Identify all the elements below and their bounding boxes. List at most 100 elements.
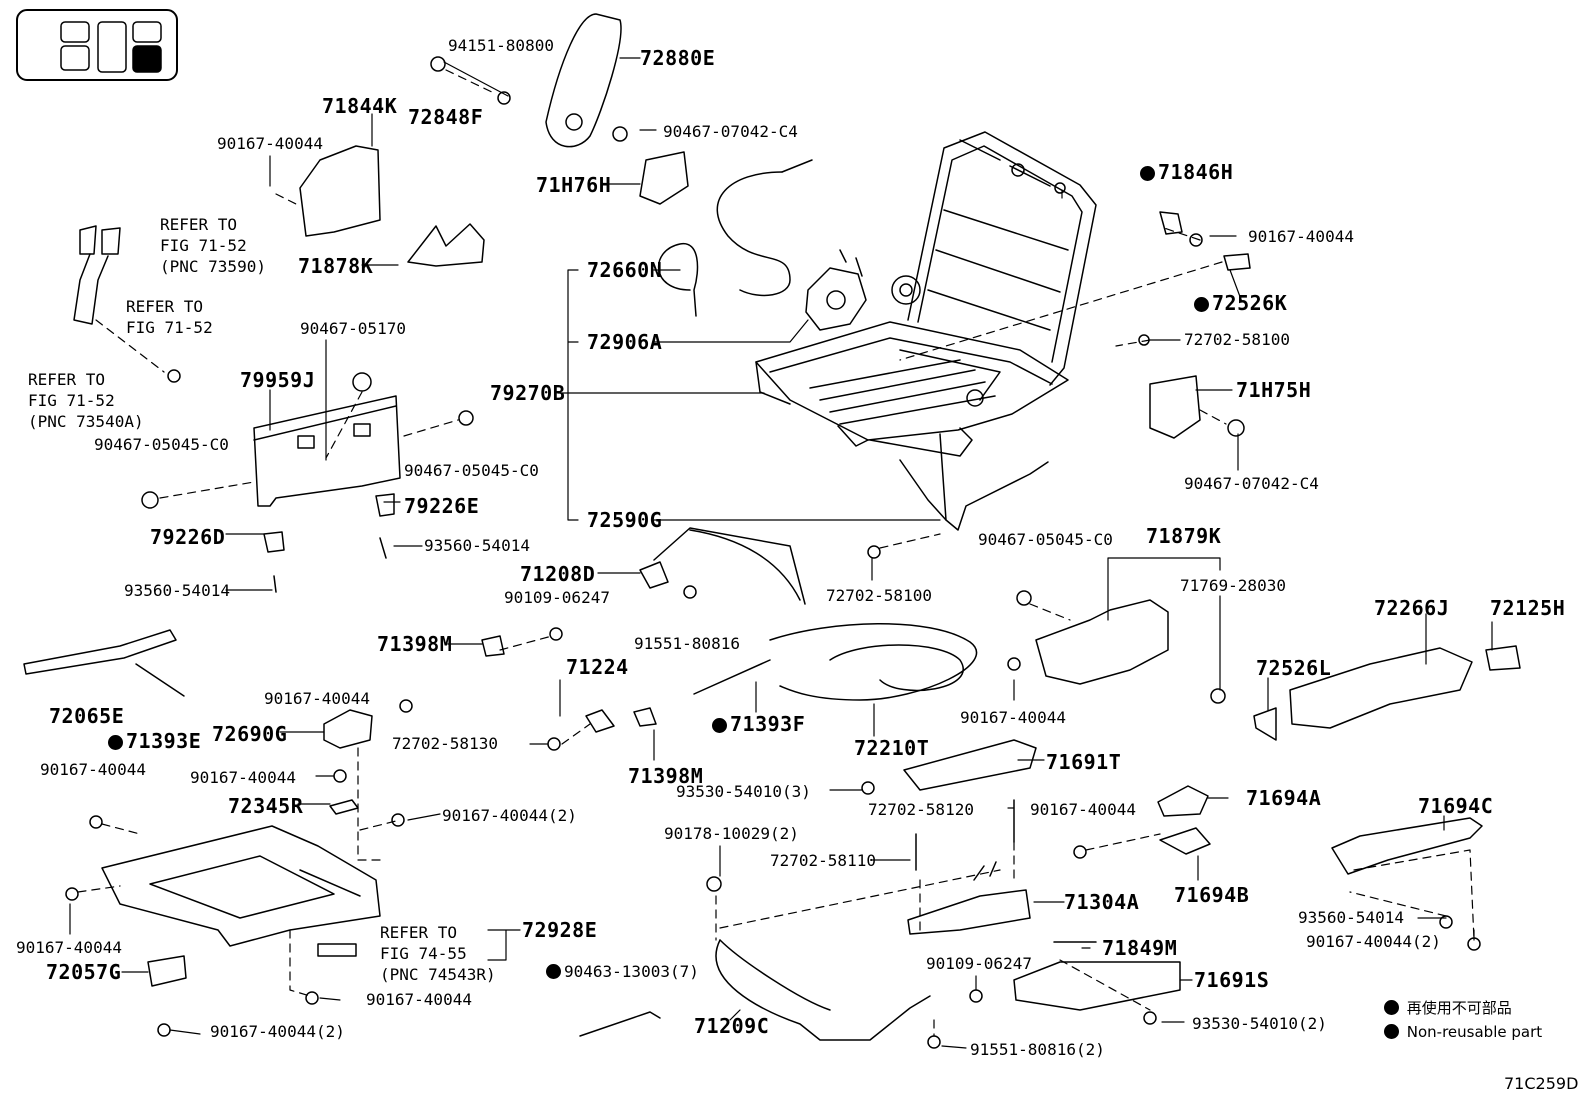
part-label-72526K: 72526K xyxy=(1194,293,1287,313)
part-label-72660N: 72660N xyxy=(587,258,663,282)
part-label-71393F-text: 71393F xyxy=(730,712,806,736)
part-label-71846H: 71846H xyxy=(1140,162,1233,182)
part-label-79959J: 79959J xyxy=(240,368,316,392)
part-label-79270B: 79270B xyxy=(490,381,566,405)
part-label-90467-05170: 90467-05170 xyxy=(300,319,406,338)
part-label-71694C: 71694C xyxy=(1418,794,1494,818)
part-label-72210T: 72210T xyxy=(854,736,930,760)
part-label-90463-13003-7: 90463-13003(7) xyxy=(546,964,699,980)
part-label-72125H: 72125H xyxy=(1490,596,1566,620)
part-label-93560-54014-a: 93560-54014 xyxy=(424,536,530,555)
part-label-71304A: 71304A xyxy=(1064,890,1140,914)
part-label-93530-54010-3: 93530-54010(3) xyxy=(676,782,811,801)
part-label-71398M-b: 71398M xyxy=(628,764,704,788)
seat-back-frame-drawing xyxy=(891,131,1097,386)
non-reusable-marker-icon xyxy=(1140,166,1155,181)
part-label-90167-40044-f: 90167-40044 xyxy=(190,768,296,787)
part-label-72702-58110: 72702-58110 xyxy=(770,851,876,870)
part-label-71846H-text: 71846H xyxy=(1158,160,1234,184)
part-label-79226E: 79226E xyxy=(404,494,480,518)
non-reusable-marker-icon xyxy=(1384,1000,1399,1015)
part-label-90467-05045-C0-c: 90467-05045-C0 xyxy=(978,530,1113,549)
part-label-72526K-text: 72526K xyxy=(1212,291,1288,315)
non-reusable-marker-icon xyxy=(712,718,727,733)
legend-item-jp: 再使用不可部品 xyxy=(1384,1000,1512,1016)
part-label-71209C: 71209C xyxy=(694,1014,770,1038)
part-label-71393F: 71393F xyxy=(712,714,805,734)
part-label-94151-80800: 94151-80800 xyxy=(448,36,554,55)
part-label-90167-40044-i: 90167-40044 xyxy=(366,990,472,1009)
legend-text-jp: 再使用不可部品 xyxy=(1406,999,1512,1017)
part-label-90167-40044-b: 90167-40044 xyxy=(1248,227,1354,246)
part-label-72702-58130: 72702-58130 xyxy=(392,734,498,753)
reference-note-73590: REFER TO FIG 71-52 (PNC 73590) xyxy=(160,215,266,276)
part-label-90467-05045-C0-b: 90467-05045-C0 xyxy=(404,461,539,480)
part-label-71879K: 71879K xyxy=(1146,524,1222,548)
part-label-72702-58100-a: 72702-58100 xyxy=(1184,330,1290,349)
part-label-71878K: 71878K xyxy=(298,254,374,278)
part-label-71844K: 71844K xyxy=(322,94,398,118)
part-label-90167-40044-2b: 90167-40044(2) xyxy=(1306,932,1441,951)
part-label-90467-07042-C4-a: 90467-07042-C4 xyxy=(663,122,798,141)
part-label-93560-54014-b: 93560-54014 xyxy=(124,581,230,600)
part-label-90167-40044-2c: 90167-40044(2) xyxy=(210,1022,345,1041)
part-label-71694A: 71694A xyxy=(1246,786,1322,810)
legend-text-en: Non-reusable part xyxy=(1406,1023,1543,1041)
part-label-71393E: 71393E xyxy=(108,731,201,751)
assembly-dashed-lines xyxy=(77,69,1475,1037)
part-label-90178-10029-2: 90178-10029(2) xyxy=(664,824,799,843)
legend-item-en: Non-reusable part xyxy=(1384,1024,1542,1040)
part-label-71H76H: 71H76H xyxy=(536,173,612,197)
part-label-71691T: 71691T xyxy=(1046,750,1122,774)
part-label-72702-58100-b: 72702-58100 xyxy=(826,586,932,605)
part-label-90109-06247-a: 90109-06247 xyxy=(504,588,610,607)
part-label-90167-40044-g: 90167-40044 xyxy=(1030,800,1136,819)
part-label-71208D: 71208D xyxy=(520,562,596,586)
part-label-72928E: 72928E xyxy=(522,918,598,942)
part-label-71769-28030: 71769-28030 xyxy=(1180,576,1286,595)
part-label-72906A: 72906A xyxy=(587,330,663,354)
part-label-90463-13003-7-text: 90463-13003(7) xyxy=(564,962,699,981)
part-label-90167-40044-a: 90167-40044 xyxy=(217,134,323,153)
reference-note-74543R: REFER TO FIG 74-55 (PNC 74543R) xyxy=(380,923,496,984)
part-label-90167-40044-d: 90167-40044 xyxy=(960,708,1066,727)
part-label-72590G: 72590G xyxy=(587,508,663,532)
non-reusable-marker-icon xyxy=(108,735,123,750)
part-label-72266J: 72266J xyxy=(1374,596,1450,620)
part-label-79226D: 79226D xyxy=(150,525,226,549)
reference-note-fig-71-52: REFER TO FIG 71-52 xyxy=(126,297,213,337)
part-label-71398M-a: 71398M xyxy=(377,632,453,656)
seat-cushion-frame-drawing xyxy=(755,321,1069,457)
part-label-90167-40044-h: 90167-40044 xyxy=(16,938,122,957)
part-label-72057G: 72057G xyxy=(46,960,122,984)
leader-lines xyxy=(69,57,1493,1049)
part-label-72345R: 72345R xyxy=(228,794,304,818)
figure-id: 71C259D xyxy=(1504,1074,1579,1093)
part-label-71393E-text: 71393E xyxy=(126,729,202,753)
part-label-90167-40044-2a: 90167-40044(2) xyxy=(442,806,577,825)
non-reusable-marker-icon xyxy=(1194,297,1209,312)
small-parts-drawing xyxy=(23,13,1521,1049)
part-label-90467-05045-C0-a: 90467-05045-C0 xyxy=(94,435,229,454)
part-label-93530-54010-2: 93530-54010(2) xyxy=(1192,1014,1327,1033)
part-label-90167-40044-c: 90167-40044 xyxy=(264,689,370,708)
part-label-90109-06247-b: 90109-06247 xyxy=(926,954,1032,973)
non-reusable-marker-icon xyxy=(546,964,561,979)
part-label-72065E: 72065E xyxy=(49,704,125,728)
part-label-90167-40044-e: 90167-40044 xyxy=(40,760,146,779)
part-label-72848F: 72848F xyxy=(408,105,484,129)
part-label-71691S: 71691S xyxy=(1194,968,1270,992)
non-reusable-marker-icon xyxy=(1384,1024,1399,1039)
part-label-71849M: 71849M xyxy=(1102,936,1178,960)
part-label-72880E: 72880E xyxy=(640,46,716,70)
part-label-72526L: 72526L xyxy=(1256,656,1332,680)
part-label-71H75H: 71H75H xyxy=(1236,378,1312,402)
part-label-91551-80816-2: 91551-80816(2) xyxy=(970,1040,1105,1059)
part-label-93560-54014-c: 93560-54014 xyxy=(1298,908,1404,927)
part-label-71694B: 71694B xyxy=(1174,883,1250,907)
part-label-72702-58120: 72702-58120 xyxy=(868,800,974,819)
part-label-91551-80816-a: 91551-80816 xyxy=(634,634,740,653)
part-label-71224: 71224 xyxy=(566,655,629,679)
